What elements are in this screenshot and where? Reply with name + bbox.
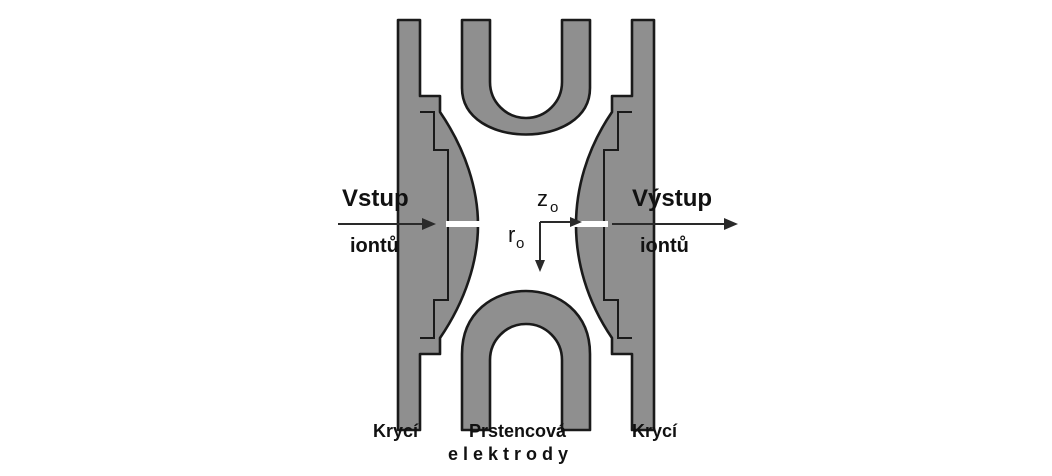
ring-label-line2: elektrody [448,444,573,464]
r-axis-symbol: r [508,222,515,247]
output-label-line2: iontů [640,235,689,257]
output-label-line1: Výstup [632,185,712,212]
left-cover-label: Krycí [373,421,419,441]
ion-input-arrowhead [422,218,436,230]
z-axis-symbol: z [537,186,548,211]
r-axis-arrowhead [535,260,545,272]
right-cover-label: Krycí [632,421,678,441]
ion-output-arrowhead [724,218,738,230]
input-label-line2: iontů [350,235,399,257]
z-axis-subscript: o [550,199,558,216]
exit-aperture [572,221,608,227]
r-axis-subscript: o [516,235,524,252]
bottom-ring-electrode [460,289,592,432]
top-ring-electrode [460,18,592,136]
ring-label-line1: Prstencová [469,421,567,441]
entrance-aperture [446,221,482,227]
input-label-line1: Vstup [342,185,409,212]
z-axis-arrowhead [570,217,582,227]
